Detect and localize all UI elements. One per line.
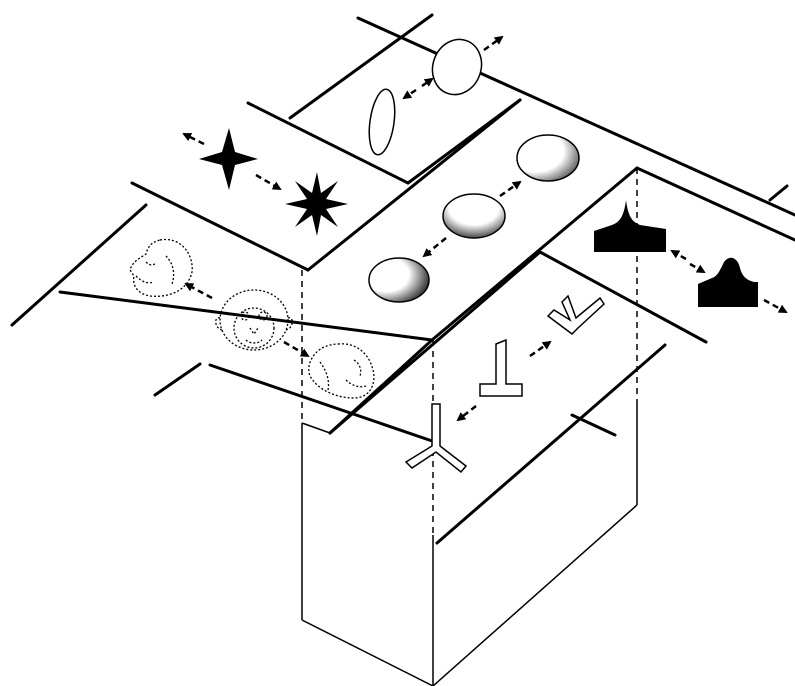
face-panel	[130, 239, 374, 398]
shaded-sphere-panel	[369, 135, 579, 302]
face-panel-mid-edge	[60, 292, 432, 340]
face-panel-stub	[155, 364, 200, 395]
arrow-junction-icon	[548, 296, 604, 334]
star-panel-lower-edge	[132, 183, 308, 270]
monkey-face-profile-right-icon	[309, 344, 374, 398]
round-ellipse-icon	[425, 32, 489, 101]
eight-point-star-icon	[285, 172, 348, 236]
rounded-silhouette-icon	[698, 258, 758, 307]
sphere-panel-top-edge	[308, 100, 520, 270]
silhouette-panel-stub	[770, 186, 787, 200]
sphere-lit-center-icon	[443, 194, 505, 238]
junction-panel-bottom-edge	[437, 345, 665, 543]
junction-panel-stub	[572, 415, 615, 435]
four-point-star-icon	[199, 128, 258, 190]
sphere-lit-left-icon	[369, 258, 429, 302]
junction-panel	[406, 296, 604, 472]
face-panel-left-edge	[12, 205, 146, 325]
monkey-face-profile-left-icon	[130, 239, 192, 296]
sphere-lit-right-icon	[517, 135, 579, 181]
box-outline	[302, 405, 637, 686]
t-junction-icon	[480, 340, 522, 396]
tall-ellipse-icon	[366, 88, 399, 157]
ellipse-panel-left-edge	[290, 15, 432, 118]
sphere-panel-bottom-edge	[432, 168, 637, 340]
ellipse-panel-top-edge	[358, 18, 795, 215]
y-junction-icon	[406, 404, 466, 472]
spiked-silhouette-icon	[594, 200, 666, 252]
center-divider	[330, 340, 432, 433]
